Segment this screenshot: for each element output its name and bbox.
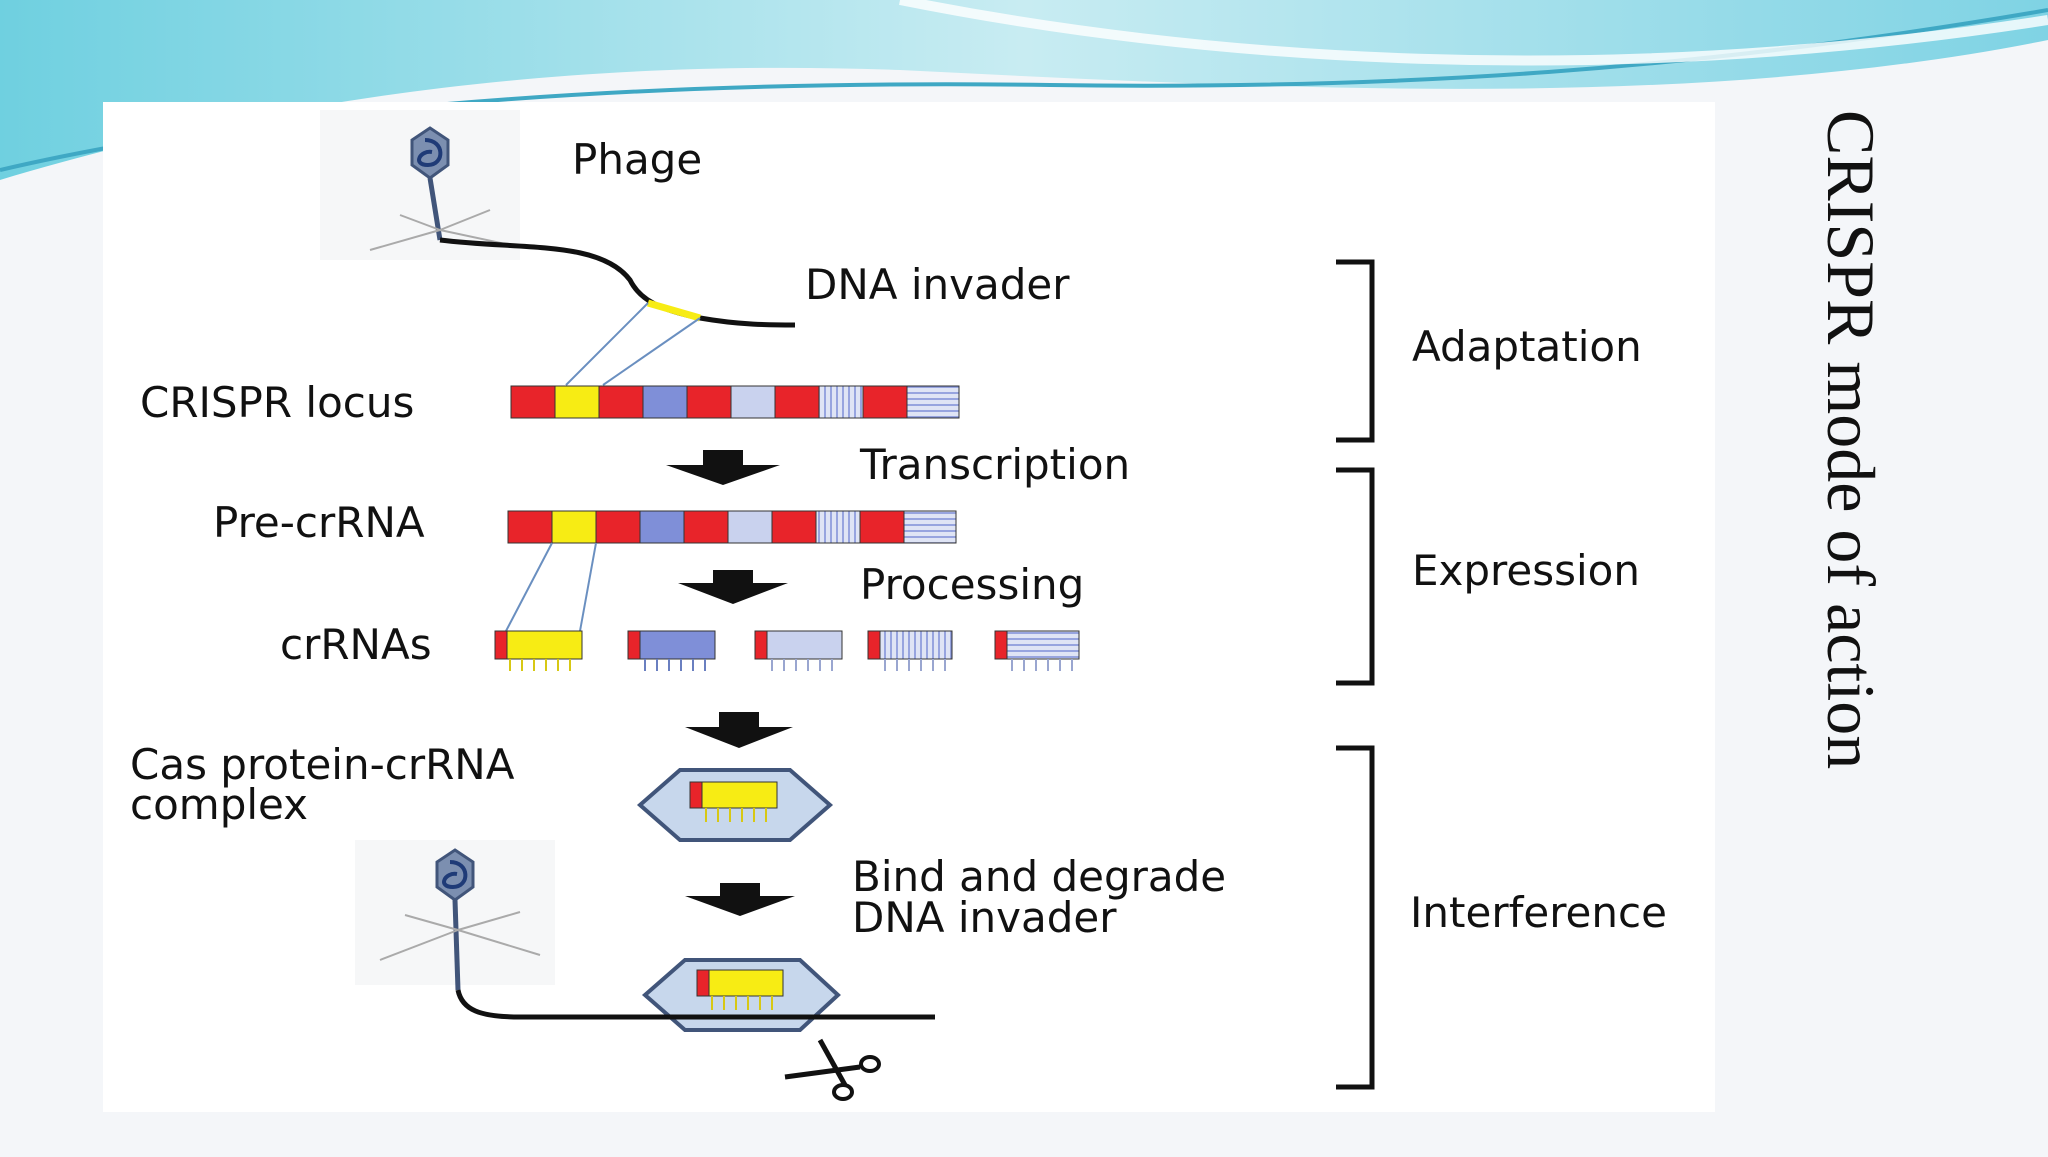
crrna-light bbox=[754, 630, 843, 671]
stage-brackets bbox=[1336, 259, 1375, 1090]
crrna-striped-h bbox=[994, 630, 1080, 671]
dna-invader-label: DNA invader bbox=[805, 260, 1070, 309]
crrnas-label: crRNAs bbox=[280, 620, 432, 669]
cas-complex-label-line1: Cas protein-crRNA bbox=[130, 740, 515, 789]
scissors-icon bbox=[784, 1038, 881, 1101]
pre-crrna-label: Pre-crRNA bbox=[213, 498, 425, 547]
phage-label: Phage bbox=[572, 135, 703, 184]
crispr-locus-bar bbox=[510, 385, 960, 419]
crrna-blue bbox=[627, 630, 716, 671]
transcription-label: Transcription bbox=[860, 440, 1131, 489]
phage-icon bbox=[355, 840, 555, 991]
stage-adaptation: Adaptation bbox=[1412, 322, 1642, 371]
slide-title-container: CRISPR mode of action bbox=[1770, 110, 2000, 910]
arrow-down-icon bbox=[685, 712, 793, 748]
bind-degrade-label-line2: DNA invader bbox=[852, 893, 1117, 942]
arrow-down-icon bbox=[678, 570, 788, 604]
crrna-yellow bbox=[494, 630, 583, 671]
cas-complex-label-line2: complex bbox=[130, 780, 308, 829]
dna-invader-strand bbox=[439, 237, 796, 386]
crispr-locus-label: CRISPR locus bbox=[140, 378, 415, 427]
cas-complex-bound bbox=[455, 958, 935, 1032]
processing-label: Processing bbox=[860, 560, 1085, 609]
crrna-fragments bbox=[494, 630, 1080, 671]
stage-expression: Expression bbox=[1412, 546, 1640, 595]
bind-degrade-label-line1: Bind and degrade bbox=[852, 852, 1227, 901]
cas-complex bbox=[636, 768, 834, 842]
slide-title: CRISPR mode of action bbox=[1813, 110, 1889, 770]
crrna-striped-v bbox=[867, 630, 953, 671]
arrow-down-icon bbox=[685, 883, 795, 916]
arrow-down-icon bbox=[666, 450, 780, 485]
pre-crrna-bar bbox=[505, 510, 957, 632]
stage-interference: Interference bbox=[1410, 888, 1667, 937]
phage-icon bbox=[320, 110, 520, 260]
